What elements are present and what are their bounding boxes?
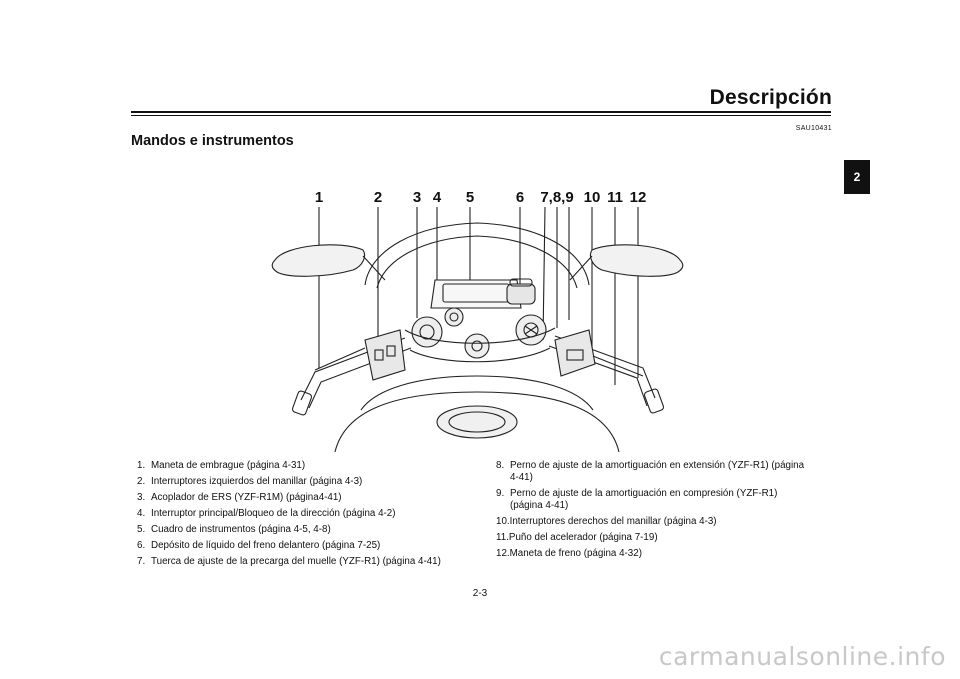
- legend-item: 4.Interruptor principal/Bloqueo de la di…: [137, 508, 396, 519]
- legend-item: 6.Depósito de líquido del freno delanter…: [137, 540, 381, 551]
- document-code: SAU10431: [795, 125, 832, 132]
- legend-item-continuation: (página 4-41): [510, 500, 569, 511]
- legend-item: 8.Perno de ajuste de la amortiguación en…: [496, 460, 805, 471]
- header-rule-thin: [131, 115, 831, 116]
- callout-2: 2: [374, 189, 382, 206]
- callout-11: 11: [607, 189, 623, 206]
- callout-6: 6: [516, 189, 524, 206]
- callout-10: 10: [584, 189, 601, 206]
- legend-item-continuation: 4-41): [510, 472, 533, 483]
- legend-item: 9.Perno de ajuste de la amortiguación en…: [496, 488, 778, 499]
- legend-item: 1.Maneta de embrague (página 4-31): [137, 460, 306, 471]
- legend-left-column: 1.Maneta de embrague (página 4-31) 2.Int…: [137, 458, 482, 570]
- controls-illustration: 1 2 3 4 5 6 7,8,9 10 11 12: [271, 189, 684, 452]
- callout-5: 5: [466, 189, 474, 206]
- legend-item: 3.Acoplador de ERS (YZF-R1M) (página4-41…: [137, 492, 342, 503]
- legend-item: 12.Maneta de freno (página 4-32): [496, 548, 642, 559]
- watermark: carmanualsonline.info: [658, 642, 946, 671]
- callout-12: 12: [630, 189, 647, 206]
- chapter-tab: 2: [844, 160, 870, 194]
- callout-3: 3: [413, 189, 421, 206]
- legend-right-column: 8.Perno de ajuste de la amortiguación en…: [496, 458, 836, 562]
- callout-1: 1: [315, 189, 323, 206]
- header-rule-thick: [131, 111, 831, 113]
- legend-item: 10.Interruptores derechos del manillar (…: [496, 516, 717, 527]
- section-heading: Mandos e instrumentos: [131, 133, 294, 149]
- page-title: Descripción: [709, 86, 832, 109]
- legend-item: 5.Cuadro de instrumentos (página 4-5, 4-…: [137, 524, 331, 535]
- callout-4: 4: [433, 189, 442, 206]
- page-number: 2-3: [472, 588, 488, 599]
- legend-item: 7.Tuerca de ajuste de la precarga del mu…: [137, 556, 441, 567]
- legend-item: 2.Interruptores izquierdos del manillar …: [137, 476, 363, 487]
- callout-7-8-9: 7,8,9: [540, 189, 573, 206]
- legend-item: 11.Puño del acelerador (página 7-19): [496, 532, 658, 543]
